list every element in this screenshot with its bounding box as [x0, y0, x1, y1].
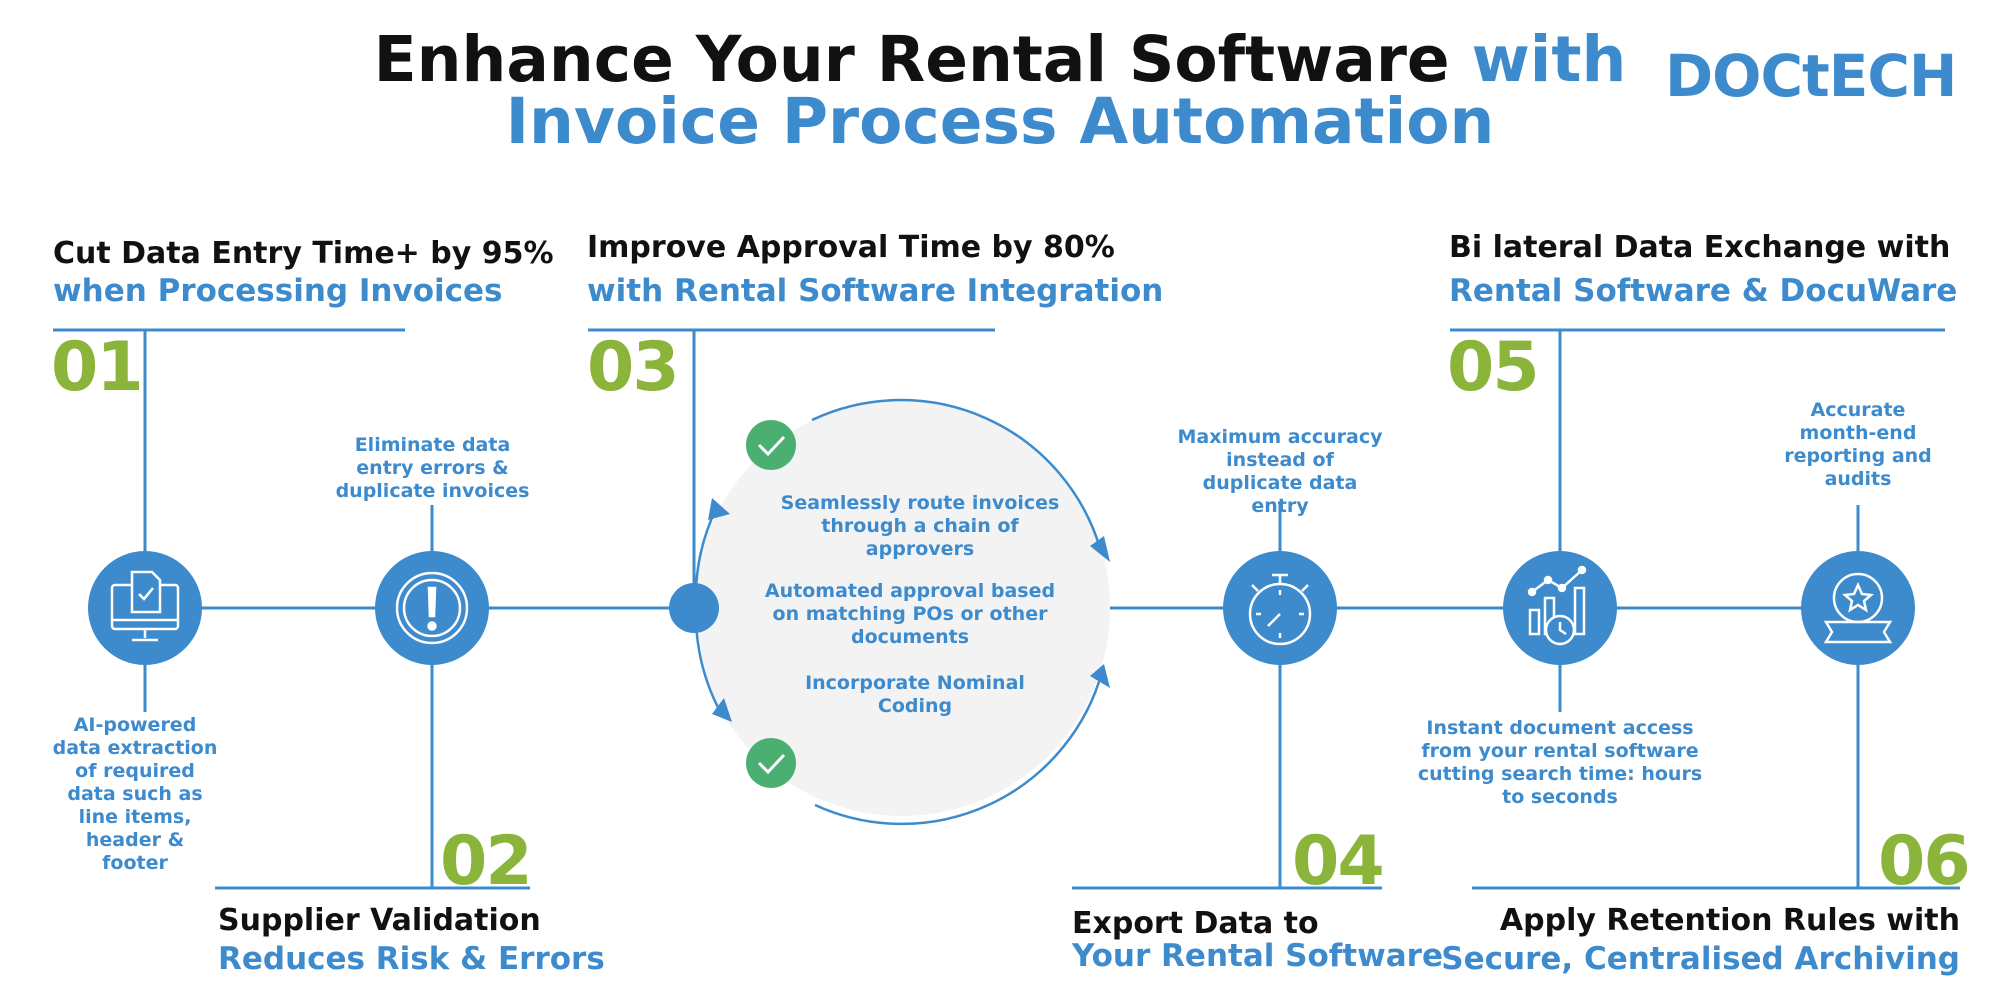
step-04-subheading: Your Rental Software [1072, 938, 1443, 974]
step-05-circle [1503, 551, 1617, 665]
step-06-circle [1801, 551, 1915, 665]
doctech-logo: DOCtECH [1665, 42, 1957, 110]
monitor-document-check-icon [110, 570, 180, 642]
step-02-number: 02 [440, 822, 533, 901]
approval-item-route: Seamlessly route invoices through a chai… [780, 492, 1060, 560]
step-01-heading: Cut Data Entry Time+ by 95% [53, 236, 554, 271]
step-04-circle [1223, 551, 1337, 665]
chart-clock-icon [1527, 565, 1587, 646]
step-04-note: Maximum accuracy instead of duplicate da… [1177, 426, 1383, 517]
step-02-subheading: Reduces Risk & Errors [218, 941, 605, 977]
step-06-number: 06 [1878, 822, 1971, 901]
approval-item-nominal-coding: Incorporate Nominal Coding [805, 672, 1025, 717]
step-05-note: Instant document access from your rental… [1417, 717, 1703, 808]
page-title-line1: Enhance Your Rental Software with [0, 28, 2000, 91]
step-03-heading: Improve Approval Time by 80% [587, 230, 1115, 265]
approval-item-matching: Automated approval based on matching POs… [764, 580, 1056, 648]
cycle-arrow-1 [1090, 536, 1110, 562]
cycle-arc-top-right [811, 398, 1102, 549]
alert-exclamation-icon [395, 571, 469, 645]
cycle-arrow-2 [1090, 664, 1110, 688]
step-01-number: 01 [51, 328, 144, 407]
step-06-subheading: Secure, Centralised Archiving [1441, 941, 1960, 977]
approval-cycle-circle [694, 400, 1110, 816]
page-title-line2: Invoice Process Automation [505, 85, 1495, 158]
step-01-subheading: when Processing Invoices [53, 273, 503, 309]
step-02-heading: Supplier Validation [218, 903, 541, 938]
title-blue-text: with [1471, 23, 1627, 96]
check-badge-top [746, 420, 796, 470]
step-04-number: 04 [1292, 822, 1385, 901]
step-02-note: Eliminate data entry errors & duplicate … [335, 434, 530, 502]
stopwatch-icon [1248, 573, 1312, 646]
star-award-icon [1823, 572, 1893, 644]
step-04-heading: Export Data to [1072, 906, 1319, 941]
step-03-dot [669, 583, 719, 633]
step-03-number: 03 [587, 328, 680, 407]
step-05-heading: Bi lateral Data Exchange with [1449, 230, 1951, 265]
step-05-subheading: Rental Software & DocuWare [1449, 273, 1958, 309]
step-06-note: Accurate month-end reporting and audits [1784, 399, 1932, 490]
step-06-heading: Apply Retention Rules with [1499, 903, 1960, 938]
step-03-subheading: with Rental Software Integration [587, 273, 1164, 309]
cycle-arc-bottom-right [814, 671, 1104, 826]
title-black-text: Enhance Your Rental Software [373, 23, 1450, 96]
cycle-arrow-3 [708, 498, 730, 520]
cycle-arrow-4 [712, 698, 732, 722]
step-05-number: 05 [1447, 328, 1540, 407]
check-badge-bottom [746, 738, 796, 788]
step-01-note: AI-powered data extraction of required d… [52, 714, 218, 874]
